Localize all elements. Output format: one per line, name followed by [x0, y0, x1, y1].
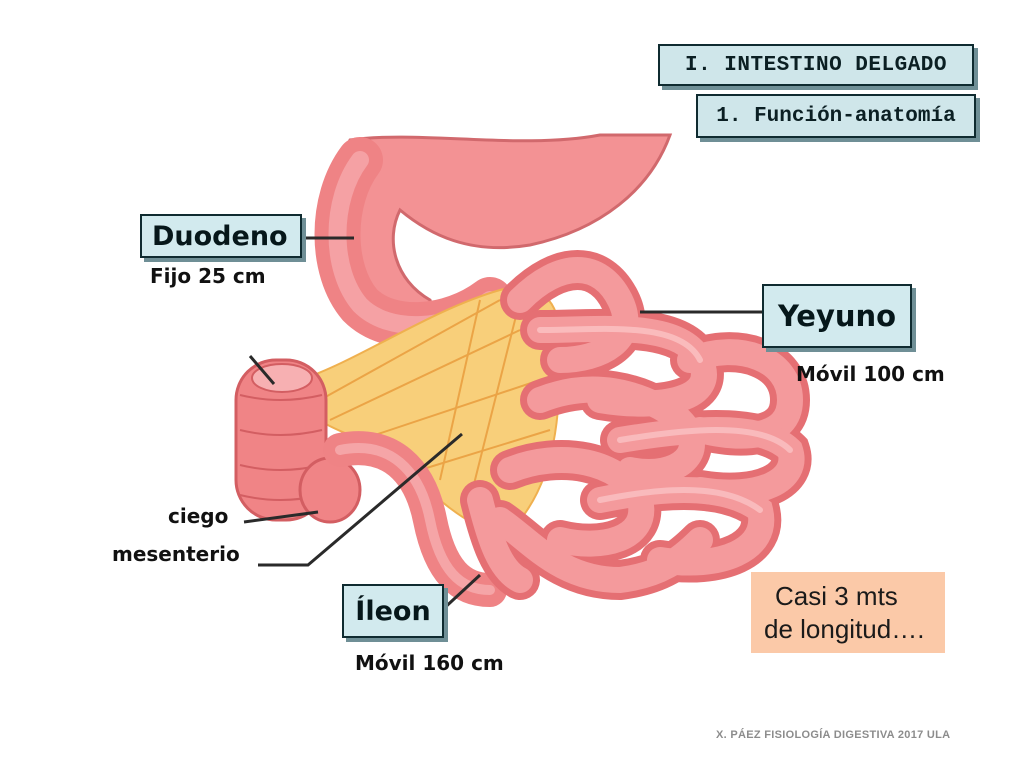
mesenterio-label: mesenterio [112, 542, 240, 566]
section-title: I. INTESTINO DELGADO [658, 44, 974, 86]
yeyuno-length: Móvil 100 cm [796, 362, 945, 386]
jejunum-coils [460, 250, 812, 601]
cecum-top-leader [248, 355, 276, 385]
ciego-label: ciego [168, 504, 229, 528]
duodeno-label: Duodeno [140, 214, 302, 258]
length-note-line1: Casi 3 mts [775, 581, 898, 611]
ciego-leader [243, 510, 319, 524]
mesenterio-leader [258, 432, 463, 567]
ileon-label: Íleon [342, 584, 444, 638]
yeyuno-label: Yeyuno [762, 284, 912, 348]
length-note-line2: de longitud…. [764, 614, 925, 644]
length-note: Casi 3 mts de longitud…. [751, 572, 945, 653]
subsection-title: 1. Función-anatomía [696, 94, 976, 138]
ileon-leader [438, 573, 482, 614]
ileon-length: Móvil 160 cm [355, 651, 504, 675]
duodeno-length: Fijo 25 cm [150, 264, 266, 288]
footer-credit: X. PÁEZ FISIOLOGÍA DIGESTIVA 2017 ULA [716, 729, 951, 741]
